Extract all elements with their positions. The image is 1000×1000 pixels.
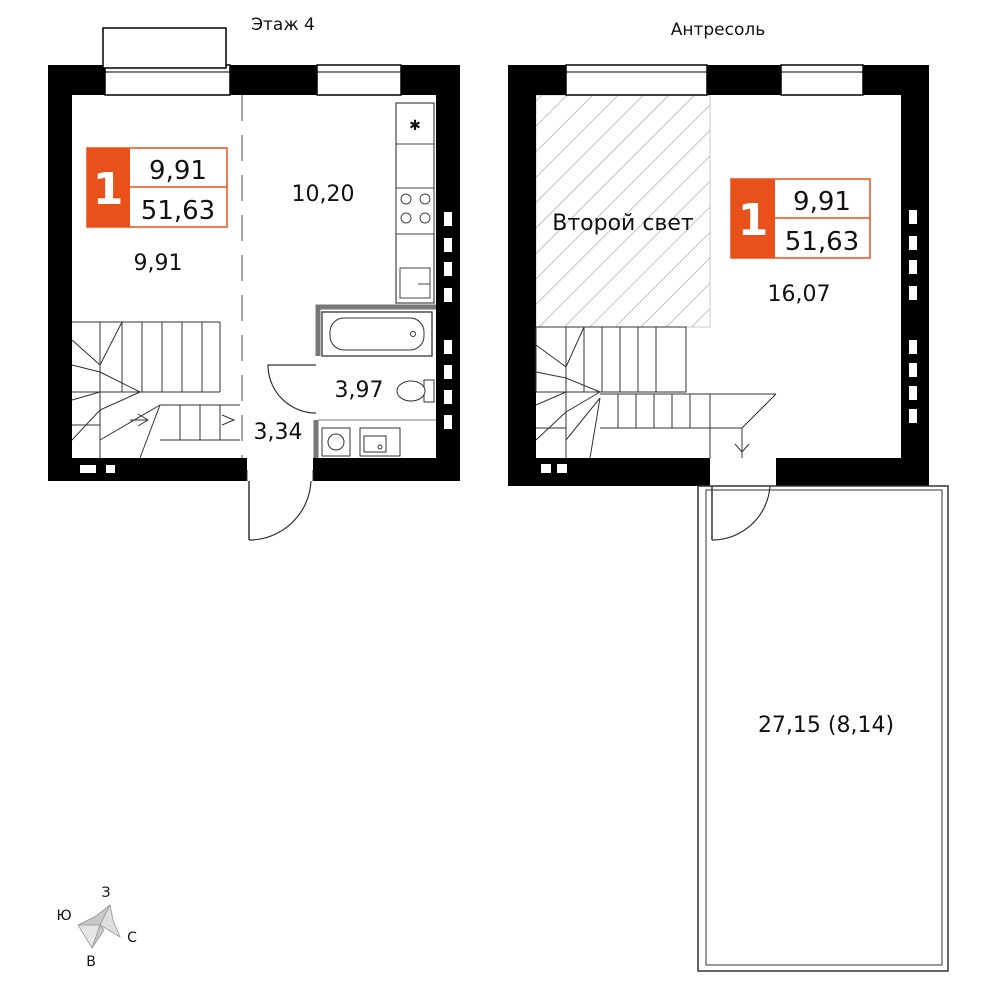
wall: [508, 65, 536, 486]
wash-basin: [359, 427, 401, 457]
wall: [508, 458, 710, 486]
kitchen-sink: [399, 267, 431, 299]
compass-north: З: [102, 885, 111, 901]
window: [104, 64, 231, 96]
wall-slot: [106, 465, 115, 473]
badge-living-area: 9,91: [149, 156, 207, 186]
room-area-living: 9,91: [134, 251, 183, 276]
apartment-badge: 1 9,91 51,63: [86, 147, 228, 228]
terrace-inner: [705, 489, 943, 966]
wall: [707, 65, 781, 95]
compass-ray: [99, 903, 121, 938]
wall: [230, 65, 317, 95]
compass-west: Ю: [56, 908, 71, 924]
window: [316, 64, 402, 96]
second-light-area: [536, 95, 710, 327]
terrace-door-arc: [711, 485, 771, 541]
floor-4-title: Этаж 4: [251, 15, 315, 35]
wall: [776, 458, 929, 486]
wall: [48, 458, 247, 481]
burner-icon: [419, 212, 431, 224]
compass-ray: [77, 924, 101, 949]
wall-slots: [444, 212, 452, 429]
badge-rooms-block: [87, 148, 130, 227]
compass: З Ю С В: [56, 885, 137, 970]
washing-machine: [321, 427, 351, 457]
bathroom-door: [267, 364, 317, 414]
compass-south: С: [127, 930, 137, 946]
burner-icon: [400, 193, 412, 205]
entrance-door-arc: [248, 480, 312, 541]
staircase: [71, 321, 240, 459]
window: [565, 64, 708, 96]
room-area-hall: 3,34: [254, 420, 303, 445]
second-light-label: Второй свет: [552, 211, 694, 236]
room-area-terrace: 27,15 (8,14): [758, 713, 894, 738]
wall-slot: [80, 465, 96, 473]
wall-slot: [557, 464, 567, 473]
badge-rooms-block: [731, 179, 775, 258]
window: [780, 64, 864, 96]
toilet: [396, 380, 426, 402]
terrace: [697, 485, 949, 972]
mezzanine-title: Антресоль: [671, 20, 766, 40]
wall: [48, 65, 72, 481]
staircase: [535, 326, 777, 459]
room-area-bathroom: 3,97: [335, 378, 384, 403]
hood-icon: ✱: [409, 118, 421, 134]
room-area-mezzanine: 16,07: [768, 282, 831, 307]
badge-total-area: 51,63: [785, 227, 859, 257]
wall: [313, 458, 460, 481]
room-area-kitchen: 10,20: [292, 182, 355, 207]
washer-drum-icon: [327, 433, 345, 451]
badge-living-area: 9,91: [793, 187, 851, 217]
burner-icon: [400, 212, 412, 224]
badge-rooms: 1: [738, 195, 769, 246]
balcony-window: [102, 27, 227, 69]
floor-4: Этаж 4 ✱: [48, 15, 460, 541]
badge-rooms: 1: [93, 164, 124, 215]
burner-icon: [419, 193, 431, 205]
badge-total-area: 51,63: [141, 196, 215, 226]
apartment-badge-mezzanine: 1 9,91 51,63: [730, 178, 871, 259]
wall-slot: [541, 464, 551, 473]
compass-east: В: [86, 954, 96, 970]
mezzanine-floor: Антресоль: [508, 20, 949, 972]
bathtub-basin: [329, 317, 425, 351]
bathroom-wall: [315, 304, 436, 356]
wall-slots: [909, 210, 917, 423]
